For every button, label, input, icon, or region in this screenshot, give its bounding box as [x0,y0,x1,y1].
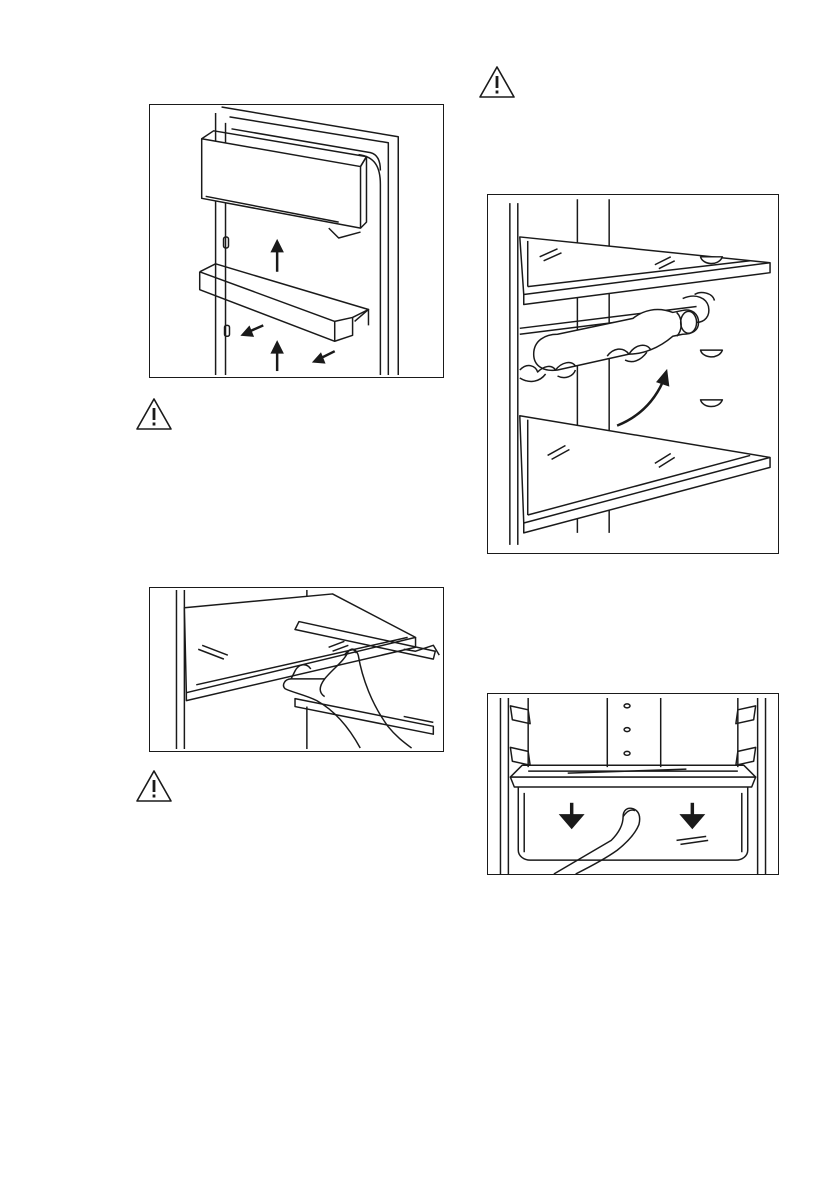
crisper-drawer-figure [487,693,779,875]
drawer-removal-illustration [488,694,778,874]
warning-triangle-icon [134,768,174,804]
glass-shelf-removal-illustration [150,588,443,751]
bottle-rack-illustration [488,195,778,553]
door-shelves-figure [149,104,444,378]
door-balcony-removal-illustration [150,105,443,377]
warning-triangle-icon [134,396,174,432]
warning-triangle-icon [477,64,517,100]
bottle-rack-figure [487,194,779,554]
glass-shelf-figure [149,587,444,752]
